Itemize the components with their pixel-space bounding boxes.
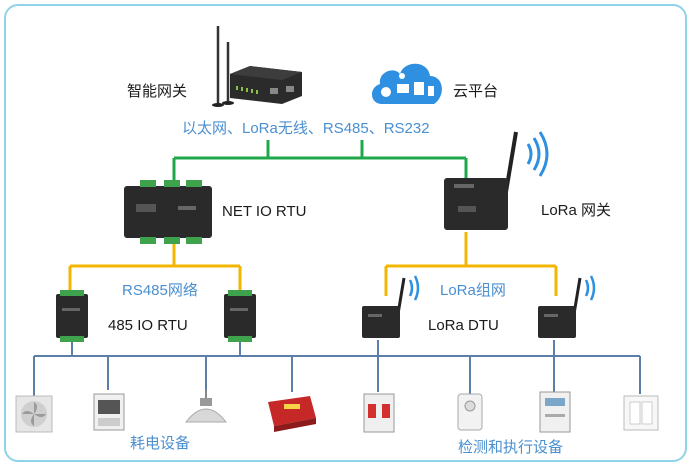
cloud-label: 云平台 — [453, 83, 499, 100]
router-antenna-icon — [212, 26, 302, 107]
lora-gateway-device — [444, 131, 549, 230]
detect-exec-devices-label: 检测和执行设备 — [458, 439, 564, 456]
gateway-label: 智能网关 — [127, 83, 188, 100]
cabinet-icon — [93, 393, 125, 431]
lora-gateway-label: LoRa 网关 — [541, 202, 612, 219]
diagram-frame — [4, 4, 687, 462]
field-bus — [33, 340, 641, 396]
lora-dtu-device-right — [538, 275, 596, 338]
circuit-breaker-icon — [363, 393, 395, 433]
wireless-signal-icon — [584, 275, 596, 301]
wall-switch-icon — [623, 395, 659, 431]
rs485-network-label: RS485网络 — [122, 282, 198, 299]
rtu-485-device-right — [224, 290, 256, 342]
fan-icon — [15, 395, 53, 433]
rs485-bus — [68, 244, 242, 292]
green-bus — [172, 140, 468, 180]
consumption-devices-label: 耗电设备 — [130, 435, 191, 452]
lora-dtu-label: LoRa DTU — [428, 317, 499, 334]
cloud-platform-icon — [371, 63, 442, 104]
uplink-protocols-label: 以太网、LoRa无线、RS485、RS232 — [182, 120, 430, 137]
rtu-485-device-left — [56, 290, 88, 342]
lora-dtu-device-left — [362, 275, 420, 338]
heater-icon — [268, 396, 316, 432]
net-io-rtu-device — [124, 180, 212, 244]
net-io-rtu-label: NET IO RTU — [222, 203, 307, 220]
electric-meter-icon — [539, 391, 571, 433]
wireless-signal-icon — [526, 131, 549, 177]
lora-bus — [384, 232, 558, 296]
ceiling-lamp-icon — [184, 390, 228, 423]
motion-sensor-icon — [457, 393, 483, 431]
io-rtu-485-label: 485 IO RTU — [108, 317, 188, 334]
wireless-signal-icon — [408, 275, 420, 301]
lora-network-label: LoRa组网 — [440, 282, 506, 299]
